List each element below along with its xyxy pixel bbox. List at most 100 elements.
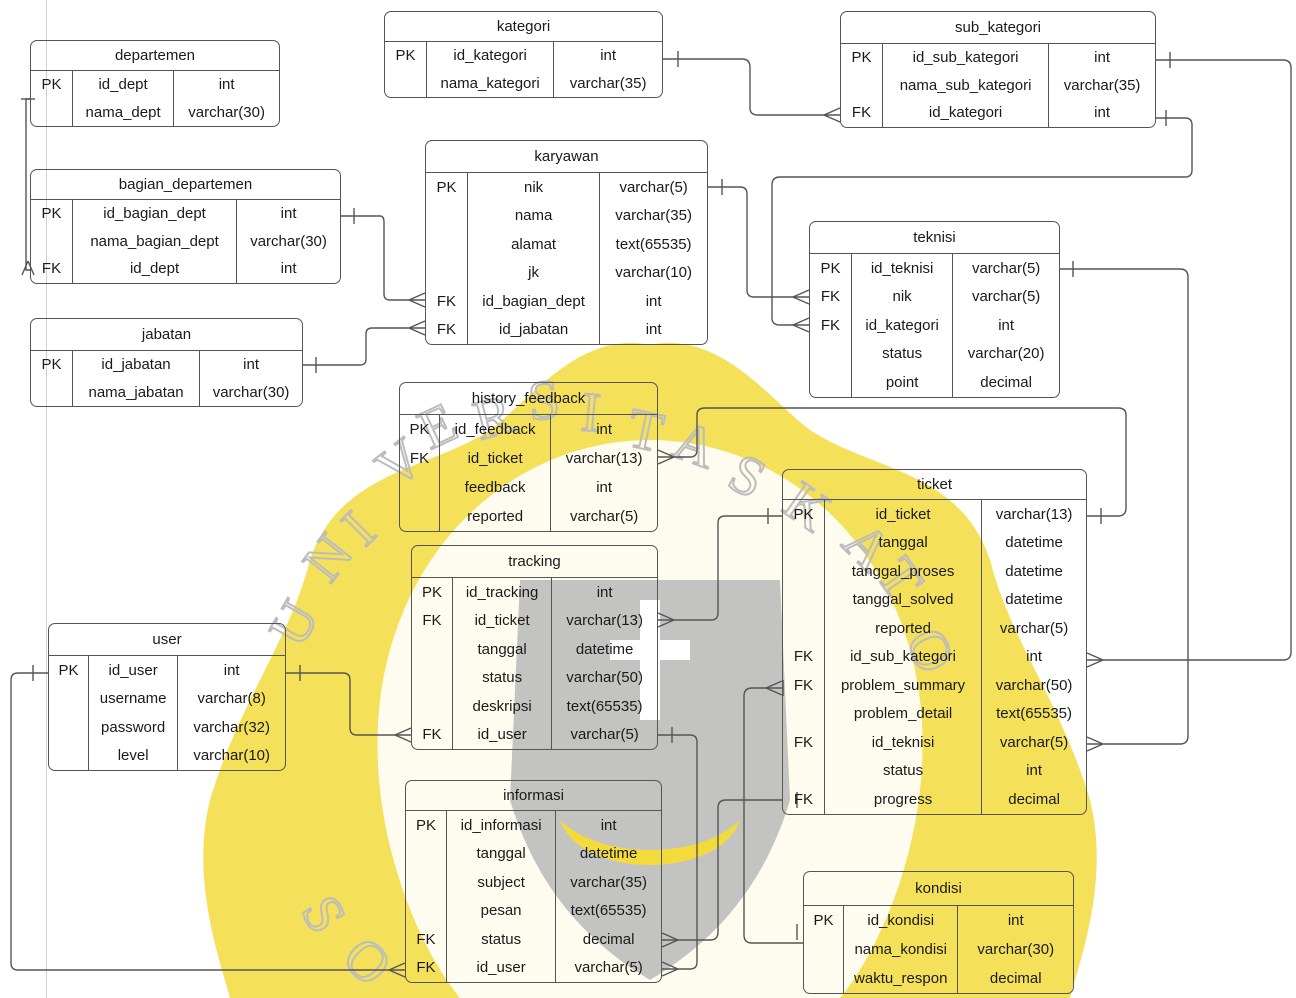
entity-title: sub_kategori xyxy=(841,12,1155,44)
column-name: nama xyxy=(467,201,601,230)
column-type: varchar(8) xyxy=(197,690,266,708)
column-name: nama_jabatan xyxy=(72,378,201,406)
column-type: text(65535) xyxy=(996,705,1073,723)
key-cell xyxy=(406,839,447,868)
entity-title: bagian_departemen xyxy=(31,170,340,200)
key-cell xyxy=(810,339,852,368)
key-cell xyxy=(783,557,825,586)
column-name: id_tracking xyxy=(452,578,553,607)
column-name: tanggal_proses xyxy=(824,557,983,586)
column-type: int xyxy=(223,661,240,679)
column-type: varchar(5) xyxy=(971,288,1041,306)
entity-title: kondisi xyxy=(804,872,1073,906)
column-name: id_jabatan xyxy=(72,351,201,379)
column-type: varchar(10) xyxy=(615,264,692,282)
key-cell: FK xyxy=(841,99,883,127)
key-cell xyxy=(49,713,89,742)
column-name: point xyxy=(851,368,954,397)
column-type: varchar(5) xyxy=(574,959,643,977)
column-type: int xyxy=(596,583,613,601)
column-type: varchar(50) xyxy=(566,669,643,687)
key-cell: FK xyxy=(412,720,453,749)
column-type: int xyxy=(1026,648,1042,666)
attribute-row: username varchar(8) xyxy=(49,684,285,713)
column-type: int xyxy=(1007,912,1024,929)
column-name: id_ticket xyxy=(452,606,553,635)
attribute-row: reported varchar(5) xyxy=(783,614,1086,643)
column-name: jk xyxy=(467,258,601,287)
column-name: subject xyxy=(446,868,557,897)
column-name: level xyxy=(88,741,179,770)
column-type: varchar(30) xyxy=(250,232,327,250)
column-name: id_dept xyxy=(72,71,175,99)
key-cell: FK xyxy=(426,315,468,344)
column-name: nama_bagian_dept xyxy=(72,227,238,255)
key-cell xyxy=(31,227,73,255)
column-name: reported xyxy=(439,502,552,531)
key-cell xyxy=(412,663,453,692)
key-cell: PK xyxy=(841,44,883,72)
key-cell: PK xyxy=(400,415,440,444)
column-name: nik xyxy=(851,282,954,311)
key-cell xyxy=(385,69,427,97)
column-type: text(65535) xyxy=(570,902,647,920)
column-name: id_feedback xyxy=(439,415,552,444)
column-type: varchar(32) xyxy=(193,718,271,736)
column-name: id_user xyxy=(446,953,557,982)
column-type: varchar(35) xyxy=(1063,76,1141,94)
column-type: varchar(35) xyxy=(615,207,692,225)
key-cell xyxy=(810,368,852,397)
column-name: id_user xyxy=(88,656,179,685)
key-cell: FK xyxy=(783,785,825,814)
column-name: username xyxy=(88,684,179,713)
column-name: id_informasi xyxy=(446,811,557,840)
column-type: text(65535) xyxy=(566,697,643,715)
column-type: int xyxy=(218,76,235,94)
column-type: varchar(5) xyxy=(999,619,1069,637)
column-name: reported xyxy=(824,614,983,643)
key-cell xyxy=(426,230,468,259)
column-type: varchar(5) xyxy=(971,259,1041,277)
key-cell xyxy=(400,502,440,531)
entity-title: user xyxy=(49,624,285,656)
entity-title: ticket xyxy=(783,470,1086,500)
entity-title: teknisi xyxy=(810,222,1059,254)
column-name: id_bagian_dept xyxy=(72,200,238,228)
key-cell xyxy=(406,868,447,897)
entity-title: informasi xyxy=(406,781,661,811)
column-name: nik xyxy=(467,173,601,202)
key-cell: FK xyxy=(783,671,825,700)
